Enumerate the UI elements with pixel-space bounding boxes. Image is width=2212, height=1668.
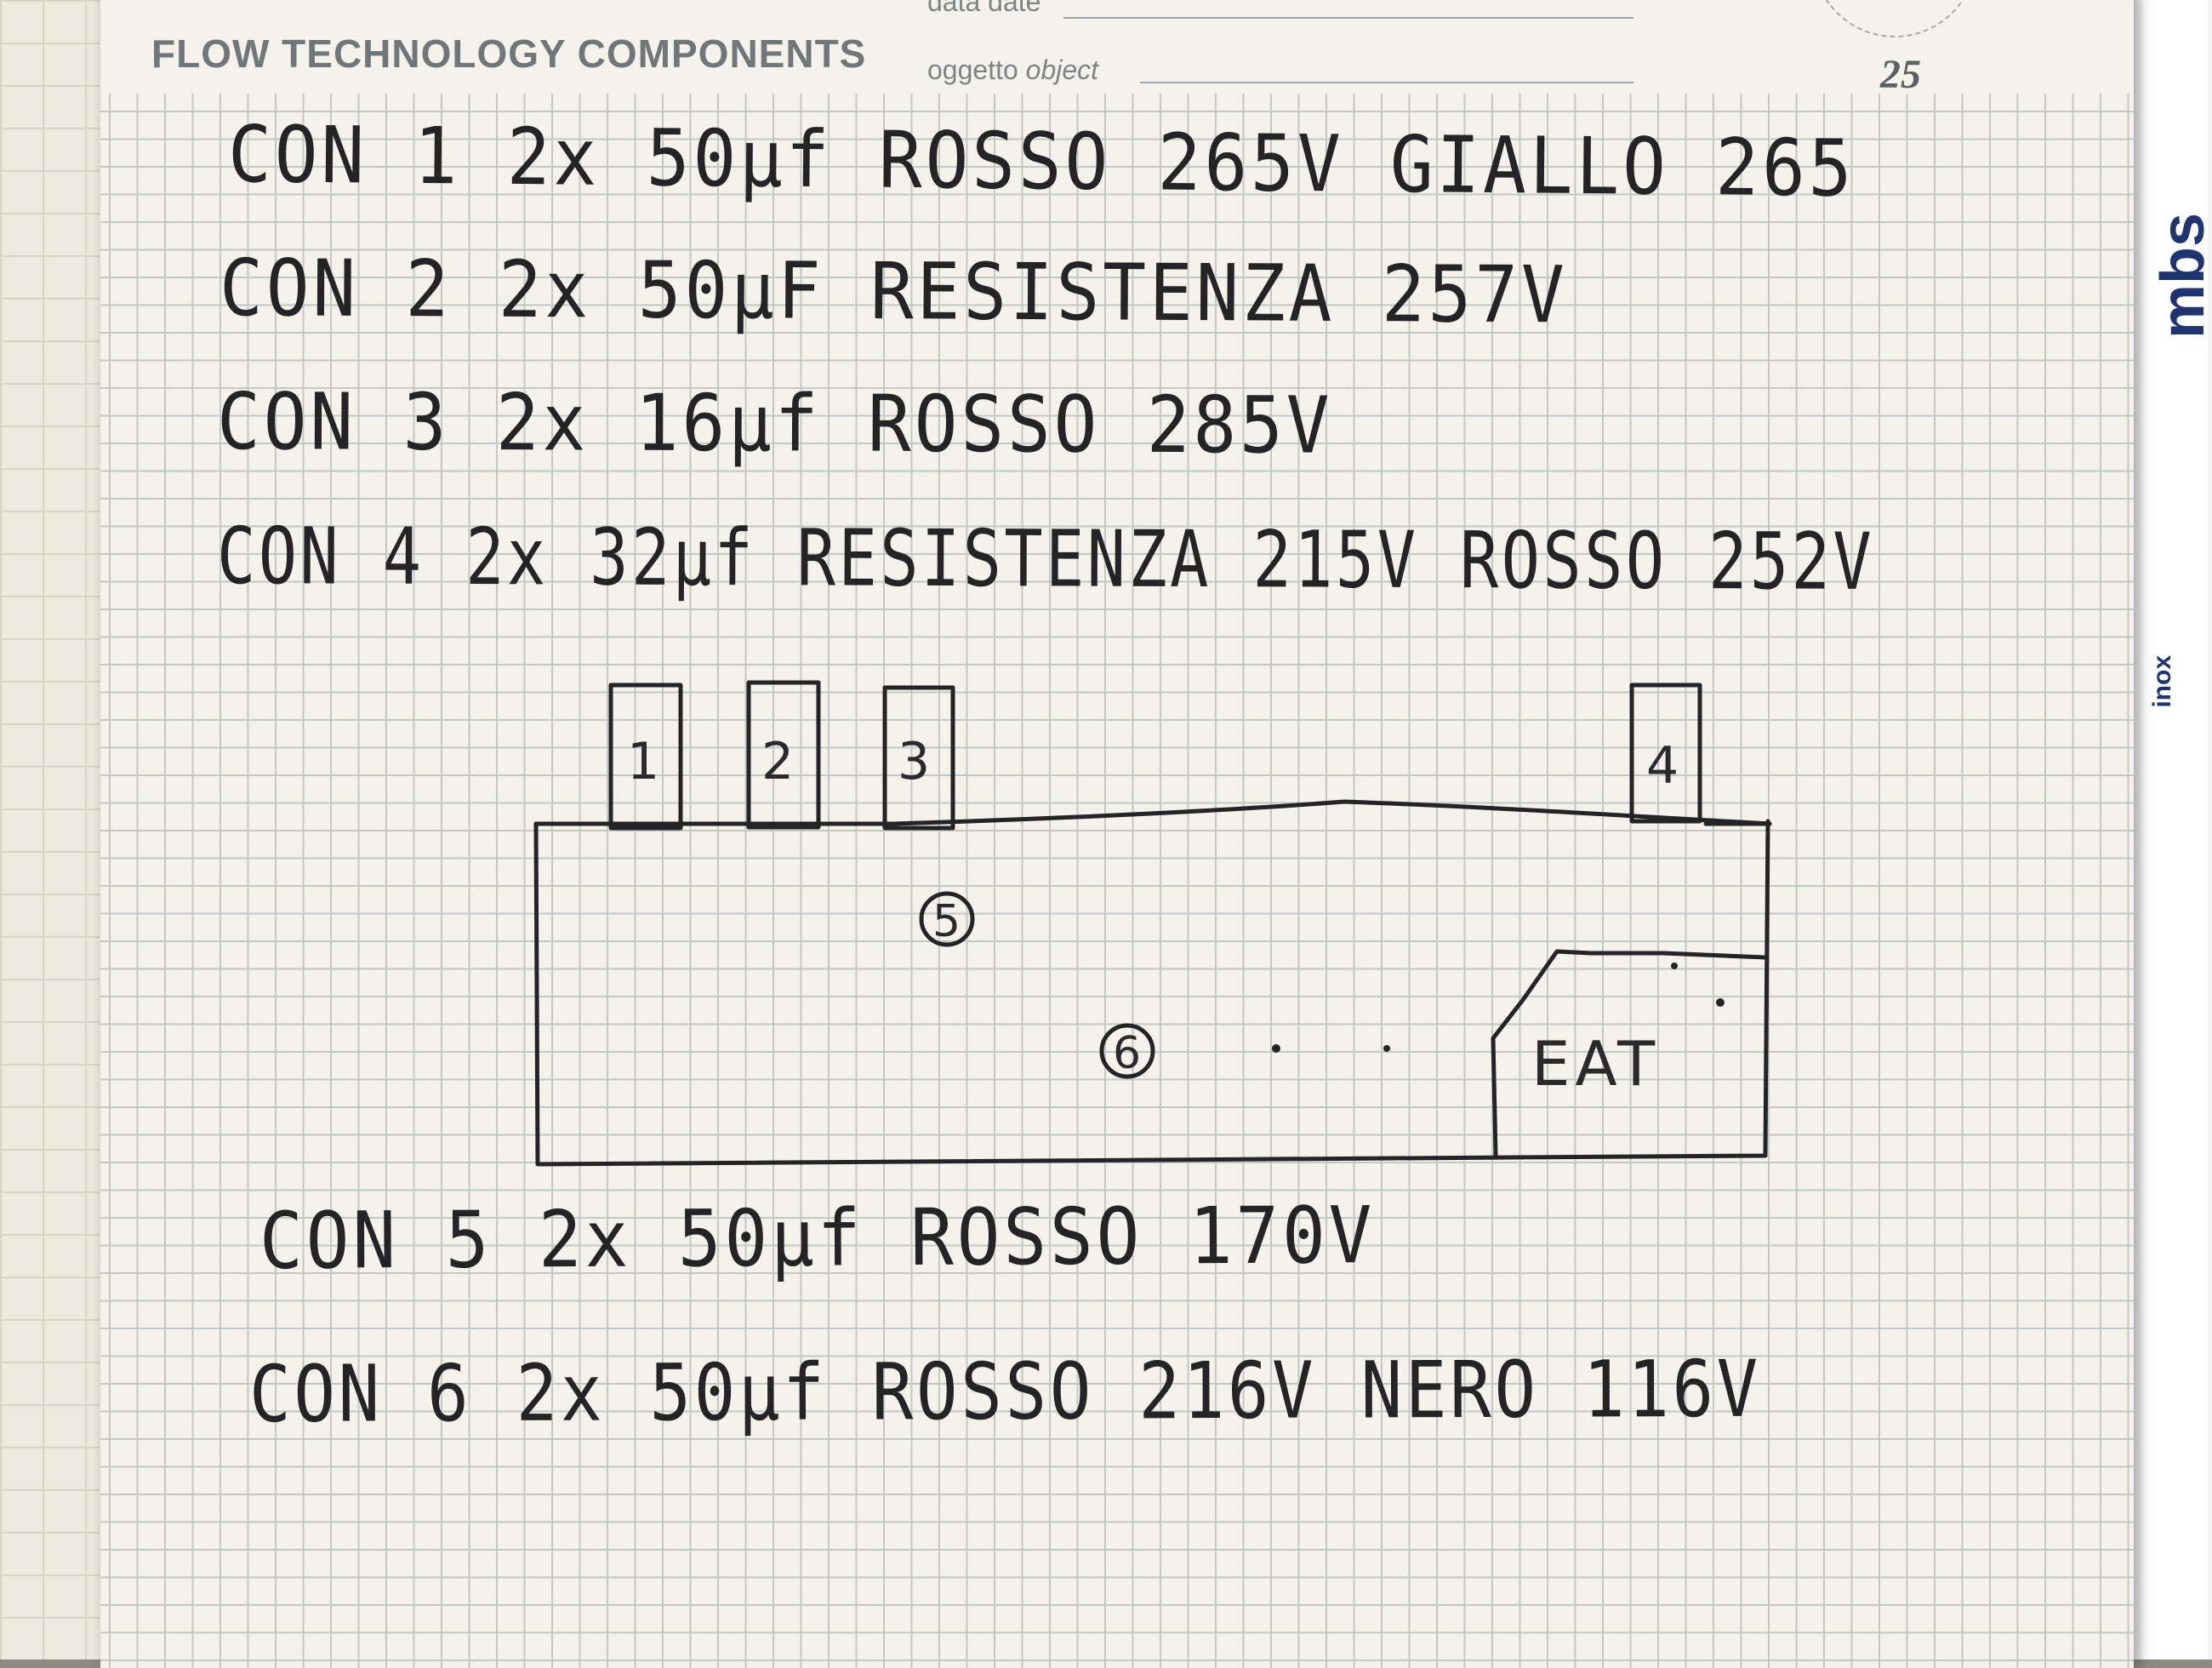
page-header [100,0,2134,94]
capacitor-tab-2: 2 [761,732,794,791]
eat-box-outline [1491,949,1768,1157]
circle-6-outline [1099,1023,1155,1079]
capacitor-tab-3-outline [882,685,955,831]
sketch-top-edge [533,799,1772,826]
note-line-con-5: CON 5 2x 50µf ROSSO 170V [259,1190,1376,1287]
brochure-spine [2141,0,2208,1659]
date-label: data date [927,0,1041,17]
ink-dot [1671,963,1678,969]
sketch-outline [533,819,1770,1167]
object-label-en: object [1025,54,1099,85]
ink-dot [1716,998,1725,1007]
anniversary-logo: 25 [1880,52,1921,97]
capacitor-tab-4: 4 [1646,736,1679,796]
underlying-grid-sheet [0,0,119,1659]
note-line-con-6: CON 6 2x 50µf ROSSO 216V NERO 116V [248,1343,1762,1440]
notebook-page [100,0,2134,1668]
ink-dots [1272,963,1725,1053]
object-label: oggetto object [927,54,1098,86]
circle-5-label: 5 [932,896,961,947]
capacitor-tab-3: 3 [898,732,930,791]
date-field-line [1063,17,1633,19]
capacitor-tab-4-outline [1629,683,1702,824]
capacitor-tab-1: 1 [627,732,659,791]
capacitor-tab-1-outline [608,683,683,831]
circle-5-outline [919,891,975,947]
object-label-it: oggetto [927,54,1018,85]
company-name: FLOW TECHNOLOGY COMPONENTS [151,31,867,76]
ink-dot [1383,1045,1390,1052]
eat-box-label: EAT [1531,1028,1660,1100]
capacitor-tab-2-outline [746,680,821,830]
circle-6-label: 6 [1113,1028,1141,1079]
ink-dot [1272,1044,1280,1053]
object-field-line [1140,82,1633,83]
